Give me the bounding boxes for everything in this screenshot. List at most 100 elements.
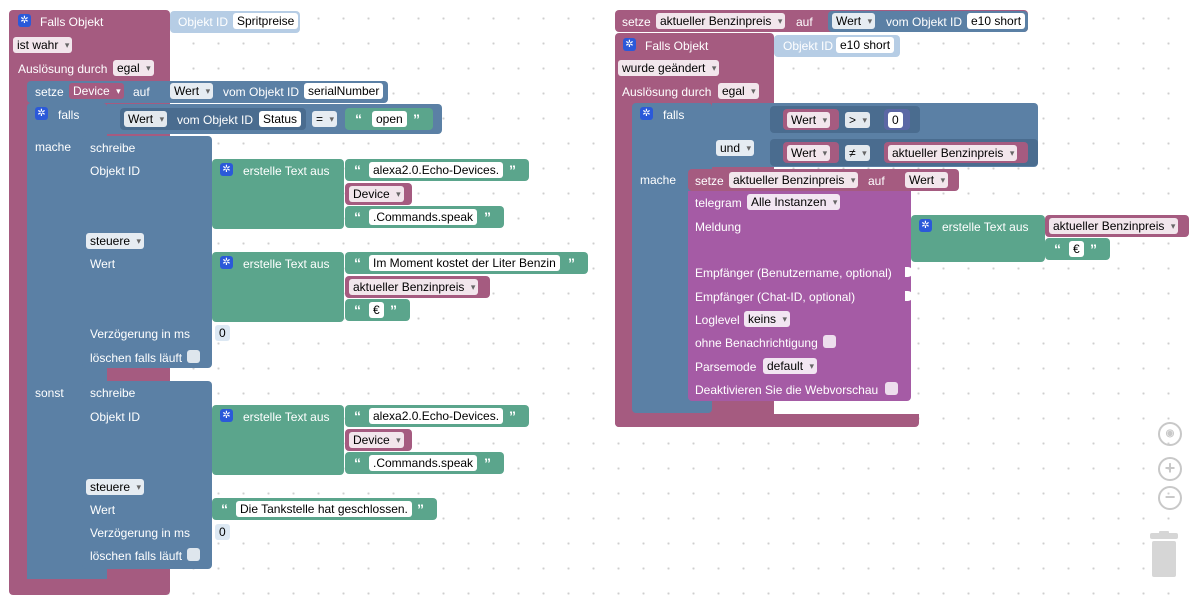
quote-close-icon: ” <box>417 501 424 517</box>
echo-devices-field[interactable]: alexa2.0.Echo-Devices. <box>369 162 504 178</box>
parsemode-label: Parsemode <box>695 360 757 374</box>
loeschen-checkbox[interactable] <box>187 350 200 363</box>
gear-icon[interactable]: ✲ <box>18 14 31 27</box>
steuere-dropdown[interactable]: steuere <box>86 479 145 495</box>
verzoegerung-label: Verzögerung in ms <box>90 327 191 341</box>
zoom-out-icon[interactable]: − <box>1158 486 1182 510</box>
aktueller-variable[interactable]: aktueller Benzinpreis <box>729 172 859 188</box>
quote-close-icon: ” <box>390 302 397 318</box>
aktueller-variable[interactable]: aktueller Benzinpreis <box>888 145 1018 161</box>
operator-dropdown[interactable]: ≠ <box>845 145 870 161</box>
ohne-checkbox[interactable] <box>823 335 836 348</box>
quote-close-icon: ” <box>509 408 516 424</box>
parsemode-dropdown[interactable]: default <box>763 358 818 374</box>
device-variable[interactable]: Device <box>349 186 404 202</box>
falls-label: falls <box>663 108 685 122</box>
operator-dropdown[interactable]: = <box>312 111 338 127</box>
echo-devices-field[interactable]: alexa2.0.Echo-Devices. <box>369 408 504 424</box>
schreibe-label: schreibe <box>90 386 136 400</box>
zoom-in-icon[interactable]: + <box>1158 457 1182 481</box>
wert-label: Wert <box>90 257 116 271</box>
gear-icon[interactable]: ✲ <box>220 163 233 176</box>
wert-variable[interactable]: Wert <box>787 145 831 161</box>
gear-icon[interactable]: ✲ <box>919 219 932 232</box>
euro-field[interactable]: € <box>369 302 384 318</box>
erstelle-text-block-1[interactable] <box>212 159 344 229</box>
serial-number-field[interactable]: serialNumber <box>304 83 384 99</box>
schreibe-label: schreibe <box>90 141 136 155</box>
condition-dropdown[interactable]: ist wahr <box>13 37 73 53</box>
gear-icon[interactable]: ✲ <box>640 107 653 120</box>
objekt-id-label: Objekt ID <box>178 15 229 29</box>
status-field[interactable]: Status <box>259 111 302 127</box>
steuere-dropdown[interactable]: steuere <box>86 233 145 249</box>
locate-icon[interactable]: ◉ <box>1158 422 1182 446</box>
wert-dropdown[interactable]: Wert <box>124 111 168 127</box>
commands-speak-field[interactable]: .Commands.speak <box>369 209 478 225</box>
erstelle-text-block-3[interactable] <box>212 405 344 475</box>
tankstelle-field[interactable]: Die Tankstelle hat geschlossen. <box>236 501 412 517</box>
quote-close-icon: ” <box>484 209 491 225</box>
delay-field[interactable]: 0 <box>215 524 230 540</box>
erstelle-text-label: erstelle Text aus <box>243 257 330 271</box>
im-moment-field[interactable]: Im Moment kostet der Liter Benzin <box>369 255 560 271</box>
und-dropdown[interactable]: und <box>716 140 755 156</box>
ausloesung-label: Auslösung durch <box>622 85 712 99</box>
wert-variable[interactable]: Wert <box>905 172 949 188</box>
gear-icon[interactable]: ✲ <box>623 38 636 51</box>
empf-user-label: Empfänger (Benutzername, optional) <box>695 266 892 280</box>
schreibe-block-2[interactable] <box>82 381 212 569</box>
auf-label: auf <box>133 85 150 99</box>
operator-dropdown[interactable]: > <box>845 112 871 128</box>
objekt-id-value[interactable]: e10 short <box>836 37 895 53</box>
aktueller-variable[interactable]: aktueller Benzinpreis <box>349 279 479 295</box>
gear-icon[interactable]: ✲ <box>220 409 233 422</box>
quote-close-icon: ” <box>509 162 516 178</box>
ausloesung-dropdown[interactable]: egal <box>718 83 759 99</box>
aktueller-variable[interactable]: aktueller Benzinpreis <box>656 13 786 29</box>
loeschen-checkbox[interactable] <box>187 548 200 561</box>
erstelle-text-label: erstelle Text aus <box>942 220 1029 234</box>
objekt-id-value[interactable]: Spritpreise <box>233 13 299 29</box>
device-variable[interactable]: Device <box>349 432 404 448</box>
trash-icon[interactable] <box>1147 531 1181 579</box>
device-variable[interactable]: Device <box>69 83 124 99</box>
quote-open-icon: “ <box>355 111 362 127</box>
gear-icon[interactable]: ✲ <box>220 256 233 269</box>
aktueller-variable[interactable]: aktueller Benzinpreis <box>1049 218 1179 234</box>
wert-variable[interactable]: Wert <box>787 112 831 128</box>
open-field[interactable]: open <box>372 111 407 127</box>
telegram-label: telegram <box>695 196 742 210</box>
auf-label: auf <box>868 174 885 188</box>
zero-field[interactable]: 0 <box>888 112 903 128</box>
quote-open-icon: “ <box>354 302 361 318</box>
empf-chat-input[interactable] <box>905 291 913 301</box>
delay-field[interactable]: 0 <box>215 325 230 341</box>
loeschen-label: löschen falls läuft <box>90 549 183 563</box>
empf-chat-label: Empfänger (Chat-ID, optional) <box>695 290 856 304</box>
condition-dropdown[interactable]: wurde geändert <box>618 60 720 76</box>
if-else-footer <box>27 569 107 579</box>
erstelle-text-block[interactable] <box>911 215 1045 262</box>
schreibe-block-1[interactable] <box>82 136 212 368</box>
gear-icon[interactable]: ✲ <box>35 107 48 120</box>
objekt-id-label: Objekt ID <box>90 164 141 178</box>
erstelle-text-label: erstelle Text aus <box>243 410 330 424</box>
e10-field[interactable]: e10 short <box>967 13 1026 29</box>
wert-dropdown[interactable]: Wert <box>170 83 214 99</box>
loglevel-dropdown[interactable]: keins <box>744 311 791 327</box>
erstelle-text-block-2[interactable] <box>212 252 344 322</box>
loeschen-label: löschen falls läuft <box>90 351 183 365</box>
deaktivieren-checkbox[interactable] <box>885 382 898 395</box>
quote-open-icon: “ <box>354 162 361 178</box>
ausloesung-dropdown[interactable]: egal <box>113 60 154 76</box>
quote-open-icon: “ <box>354 209 361 225</box>
setze-label: setze <box>35 85 64 99</box>
wert-dropdown[interactable]: Wert <box>832 13 876 29</box>
commands-speak-field[interactable]: .Commands.speak <box>369 455 478 471</box>
instanzen-dropdown[interactable]: Alle Instanzen <box>747 194 841 210</box>
quote-close-icon: ” <box>568 255 575 271</box>
euro-field[interactable]: € <box>1069 241 1084 257</box>
falls-objekt-label: Falls Objekt <box>645 39 709 53</box>
empf-user-input[interactable] <box>905 267 913 277</box>
